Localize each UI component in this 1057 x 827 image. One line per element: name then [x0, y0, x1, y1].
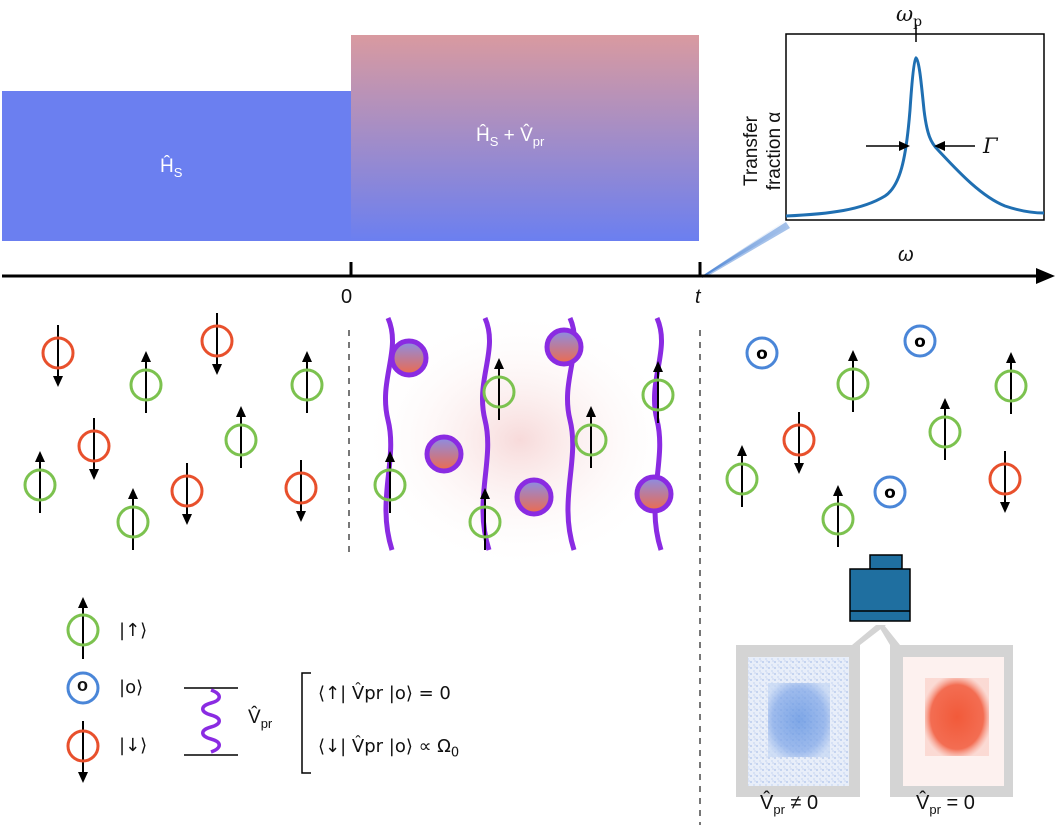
spin-initial-9: [284, 460, 318, 522]
spin-probe-3: [373, 451, 407, 513]
zoom-fan: [702, 220, 786, 278]
dressed-atom-0: [389, 338, 429, 378]
camera-icon: [849, 554, 911, 622]
svg-text:o: o: [884, 483, 896, 503]
hs-vpr-box: [351, 35, 699, 241]
spin-probe-0: [482, 358, 516, 420]
svg-text:o: o: [914, 332, 926, 352]
dressed-atom-3: [514, 477, 554, 517]
spin-final-5: [782, 412, 816, 474]
spin-final-9: [988, 451, 1022, 513]
hs-label: ĤS: [160, 156, 183, 180]
matrix-element-up: ⟨↑| V̂pr |o⟩ = 0: [318, 683, 451, 704]
legend-down: |↓⟩: [119, 735, 148, 756]
dressed-atom-2: [424, 434, 464, 474]
resonance-curve: [785, 56, 1045, 218]
spin-final-1: [836, 350, 870, 412]
spin-final-8: [821, 485, 855, 547]
axis-arrowhead: [1036, 268, 1055, 284]
hs-box: [2, 91, 351, 241]
spin-final-0: o: [745, 336, 779, 370]
vpr-spring-icon: [184, 687, 238, 756]
spin-final-2: o: [903, 324, 937, 358]
spin-initial-6: [23, 451, 57, 513]
spin-initial-7: [170, 463, 204, 525]
probe-glow: [360, 310, 680, 570]
spin-initial-1: [129, 351, 163, 413]
spin-initial-3: [290, 351, 324, 413]
legend-up: |↑⟩: [119, 620, 148, 641]
omega-axis-label: ω: [898, 244, 914, 266]
spin-probe-1: [641, 361, 675, 423]
legend-zero: |o⟩: [119, 677, 144, 698]
spin-initial-2: [200, 313, 234, 375]
inset-ylabel: Transfer fraction α: [741, 111, 785, 191]
time-t-label: t: [695, 286, 701, 308]
spin-final-6: [725, 445, 759, 507]
spin-initial-8: [116, 488, 150, 550]
spin-final-4: [928, 398, 962, 460]
spin-final-3: [994, 352, 1028, 414]
dressed-atom-4: [634, 474, 674, 514]
probe-wave-1: [382, 317, 395, 551]
gamma-label: Γ: [983, 134, 998, 158]
spin-final-7: o: [873, 475, 907, 509]
dressed-atom-1: [544, 327, 584, 367]
vpr-label: V̂pr: [248, 707, 273, 731]
svg-text:o: o: [756, 344, 768, 364]
peak-label: ωp: [896, 2, 923, 31]
camera-left-label: V̂pr ≠ 0: [760, 792, 819, 817]
matrix-element-down: ⟨↓| V̂pr |o⟩ ∝ Ω0: [318, 736, 460, 761]
time-zero-label: 0: [341, 286, 353, 308]
spin-initial-4: [224, 406, 258, 468]
spin-probe-2: [574, 406, 608, 468]
hs-vpr-label: ĤS + V̂pr: [476, 125, 545, 149]
camera-right-label: V̂pr = 0: [916, 792, 975, 817]
spin-initial-5: [77, 418, 111, 480]
legend-zero-symbol: o: [77, 675, 88, 695]
spin-probe-4: [468, 488, 502, 550]
legend-symbols: [66, 597, 100, 783]
matrix-bracket: [301, 672, 311, 774]
spin-initial-0: [41, 325, 75, 387]
